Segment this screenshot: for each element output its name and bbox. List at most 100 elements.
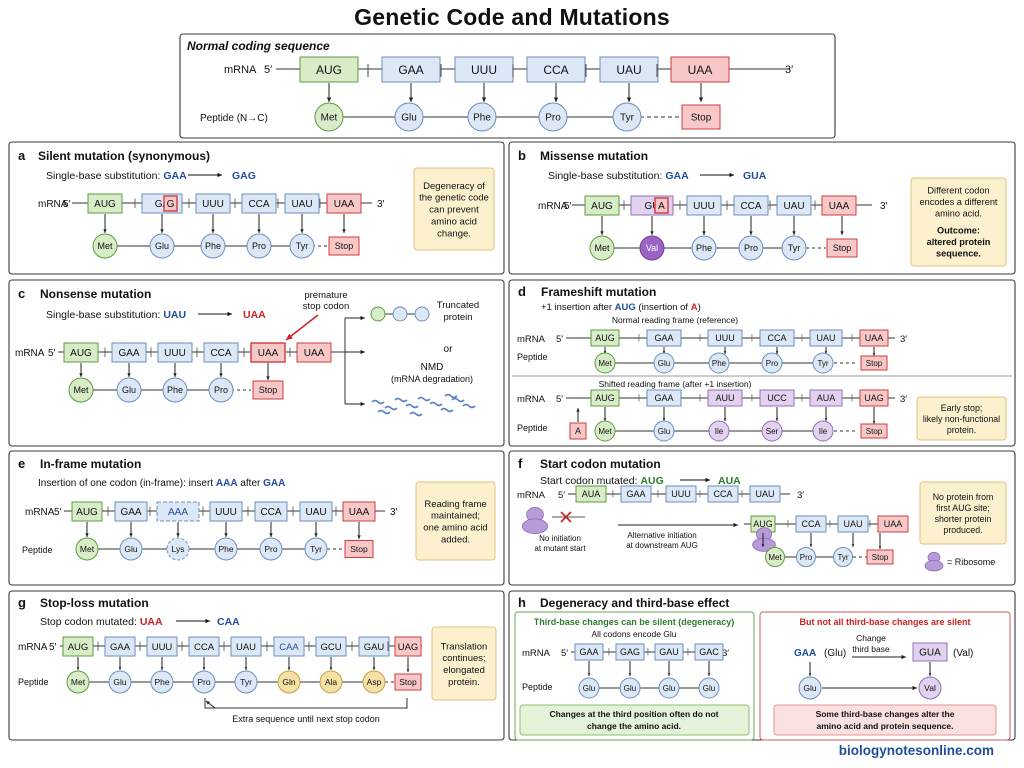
arrow-head xyxy=(326,97,332,102)
amino-acid-label: Met xyxy=(321,113,338,124)
amino-acid-label: Glu xyxy=(624,684,636,693)
amino-acid-label: Ile xyxy=(715,427,724,436)
stop-box xyxy=(860,423,888,439)
arrow-head xyxy=(912,685,917,691)
codon-box xyxy=(454,56,514,83)
note-text: protein. xyxy=(947,425,976,435)
arrow-head xyxy=(775,418,779,421)
arrow-head xyxy=(202,667,206,670)
arrow-head xyxy=(342,229,346,233)
codon-separator: | xyxy=(829,519,831,528)
codon-label: AUA xyxy=(582,489,601,499)
mrna-fragment xyxy=(444,393,458,399)
codon-box xyxy=(759,329,795,347)
degeneracy-note-text: Changes at the third position often do n… xyxy=(549,709,718,719)
codon-box xyxy=(63,342,99,363)
peptide-label: Peptide xyxy=(517,423,548,433)
peptide-label: Peptide xyxy=(522,682,553,692)
codon-label: UUU xyxy=(164,348,186,359)
codon-separator: | xyxy=(687,647,689,656)
codon-label: AUG xyxy=(595,333,615,343)
codon-label: UUU xyxy=(152,642,173,653)
codon-separator: | xyxy=(612,489,614,498)
extra-sequence-label: Extra sequence until next stop codon xyxy=(232,714,380,724)
amino-acid-label: Glu xyxy=(401,113,417,124)
amino-acid-label: Phe xyxy=(218,544,233,554)
codon-box xyxy=(665,485,697,503)
change-label: Change xyxy=(856,633,886,643)
codon-separator: | xyxy=(266,640,269,652)
amino-acid-circle xyxy=(708,352,730,374)
codon-box xyxy=(837,515,869,533)
codon-separator: | xyxy=(647,647,649,656)
codon-box xyxy=(749,485,781,503)
codon-box xyxy=(694,643,724,661)
arrow-head xyxy=(329,667,333,670)
codon-label: CCA xyxy=(740,201,761,212)
extra-sequence-bracket xyxy=(204,698,408,709)
peptide-label: Peptide (N→C) xyxy=(200,113,268,124)
arrow-head xyxy=(723,351,727,354)
amino-acid-circle xyxy=(234,670,258,694)
codon-label: AAA xyxy=(168,507,188,518)
inserted-base-label: A xyxy=(575,426,581,436)
arrow-head xyxy=(840,231,844,235)
mrna-label: mRNA xyxy=(517,394,546,405)
codon-separator: | xyxy=(584,62,588,77)
mrna-fragment xyxy=(409,411,423,417)
panel-g xyxy=(8,590,505,741)
codon-label: CCA xyxy=(713,489,732,499)
arrow-head xyxy=(901,654,906,660)
amino-acid-circle xyxy=(214,537,238,561)
five-prime-label: 5′ xyxy=(54,507,62,518)
codon-label: UUU xyxy=(715,333,735,343)
amino-acid-circle xyxy=(538,102,568,132)
amino-acid-label: Glu xyxy=(658,427,670,436)
truncated-label: Truncated xyxy=(437,300,479,311)
amino-acid-label: Pro xyxy=(264,544,278,554)
codon-box xyxy=(273,636,305,657)
codon-separator: | xyxy=(149,505,152,517)
codon-box xyxy=(859,389,889,407)
ribosome-legend-icon xyxy=(924,560,944,572)
arrow-head xyxy=(266,376,270,380)
amino-acid-circle xyxy=(319,670,343,694)
amino-acid-label: Tyr xyxy=(296,241,309,251)
codon-box xyxy=(859,329,889,347)
arrow-head xyxy=(928,673,932,676)
five-prime-label: 5′ xyxy=(264,64,272,76)
arrow-head xyxy=(160,229,164,233)
amino-acid-label: Ala xyxy=(325,677,338,687)
codon-separator: | xyxy=(851,333,853,342)
amino-acid-label: Pro xyxy=(197,677,211,687)
codon-separator: | xyxy=(97,640,100,652)
arrow-head xyxy=(314,533,318,537)
three-prime-label: 3′ xyxy=(797,490,804,501)
codon-separator: | xyxy=(741,489,743,498)
codon-separator: | xyxy=(679,199,682,211)
substitution-result: AUA xyxy=(718,475,741,487)
amino-acid-label: Tyr xyxy=(817,359,828,368)
amino-acid-circle xyxy=(108,670,132,694)
nonsilent-title: But not all third-base changes are silen… xyxy=(799,617,970,627)
amino-acid-circle xyxy=(150,670,174,694)
five-prime-label: 5′ xyxy=(49,642,57,653)
codon-separator: | xyxy=(243,346,246,358)
codon-label: GAA xyxy=(654,393,673,403)
subtitle-text: Single-base substitution: UAU xyxy=(46,309,186,321)
codon-label: GCU xyxy=(320,642,341,653)
codon-separator: | xyxy=(202,505,205,517)
arrow-head xyxy=(76,667,80,670)
codon-separator: | xyxy=(699,333,701,342)
subtitle-text: Insertion of one codon (in-frame): inser… xyxy=(38,478,285,489)
arrow-head xyxy=(733,522,738,528)
amino-acid-circle xyxy=(639,235,665,261)
note-bold-text: sequence. xyxy=(936,248,981,258)
arrow-head xyxy=(553,97,559,102)
mrna-label: mRNA xyxy=(15,348,45,359)
codon-label: UUU xyxy=(693,201,715,212)
codon-label: UAA xyxy=(884,519,903,529)
arrow-head xyxy=(173,373,177,377)
mrna-fragment xyxy=(440,407,454,413)
